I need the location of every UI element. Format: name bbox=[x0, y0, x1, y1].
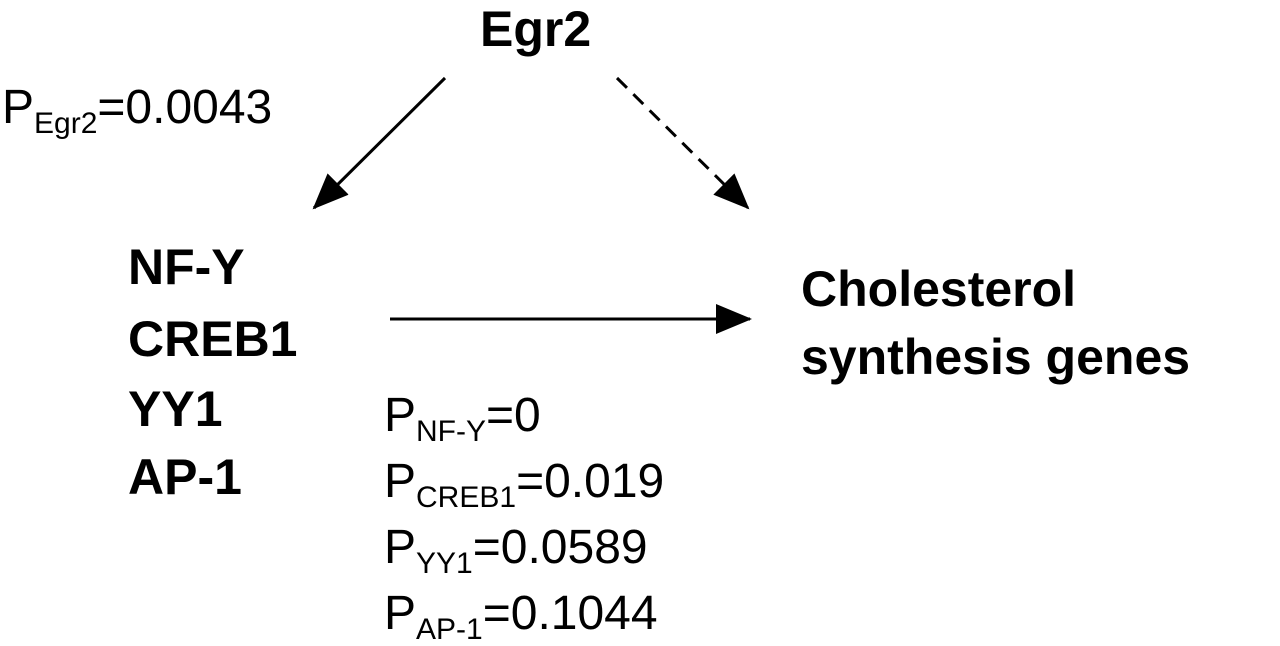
arrow-egr2-to-factors bbox=[312, 76, 447, 210]
p-ap-1: PAP-1=0.1044 bbox=[384, 587, 658, 646]
p-egr2: PEgr2=0.0043 bbox=[2, 81, 273, 140]
p-nf-y: PNF-Y=0 bbox=[384, 389, 541, 448]
node-nf-y: NF-Y bbox=[128, 239, 245, 295]
node-ap-1: AP-1 bbox=[128, 449, 242, 505]
p-yy1: PYY1=0.0589 bbox=[384, 521, 648, 580]
p-creb1: PCREB1=0.019 bbox=[384, 455, 665, 514]
node-egr2: Egr2 bbox=[480, 1, 592, 57]
node-cholesterol: Cholesterol bbox=[801, 261, 1077, 317]
dashed-arrow-egr2-to-genes bbox=[615, 76, 750, 210]
node-creb1: CREB1 bbox=[128, 311, 298, 367]
node-synthesis-genes: synthesis genes bbox=[801, 329, 1191, 385]
node-yy1: YY1 bbox=[128, 381, 223, 437]
